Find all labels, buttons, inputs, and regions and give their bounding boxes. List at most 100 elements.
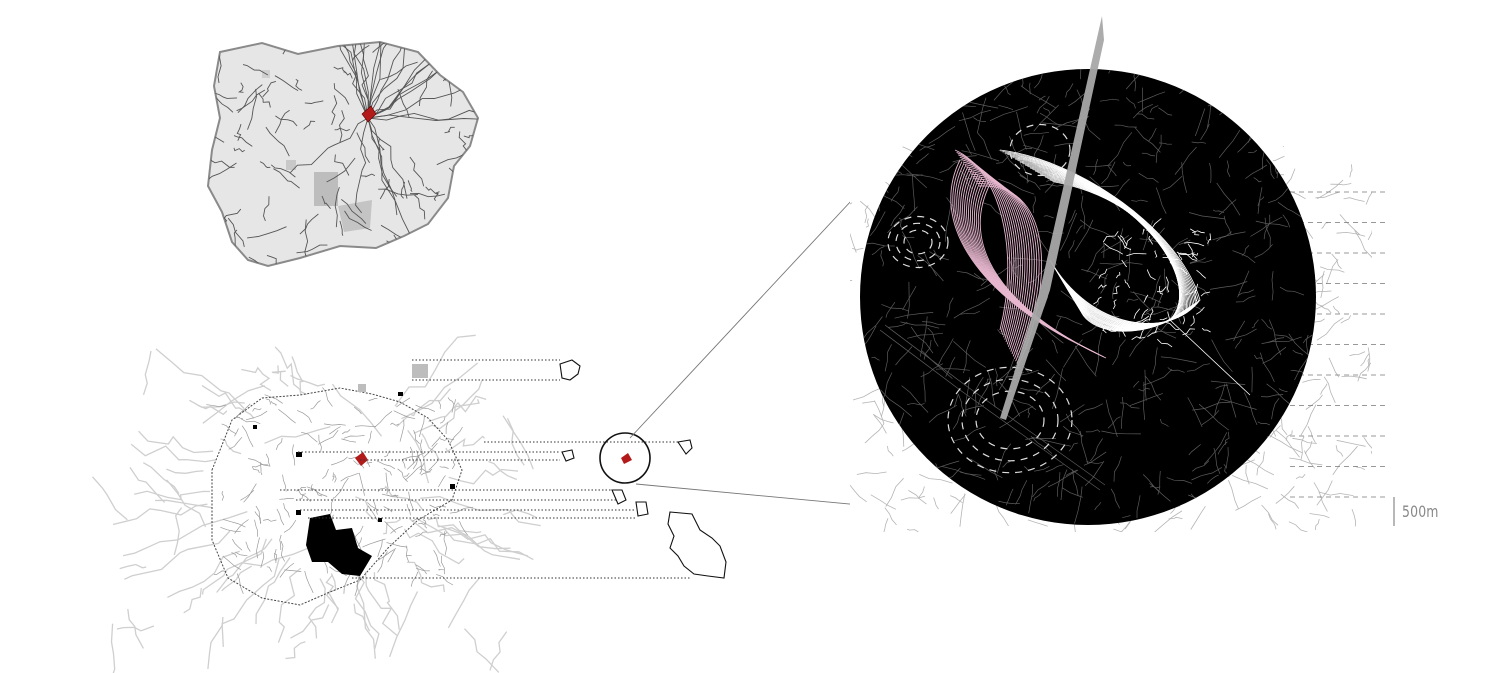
region-road	[397, 88, 410, 118]
grid-street	[1282, 146, 1285, 147]
white-contour	[1159, 317, 1168, 320]
urban-road	[241, 425, 254, 447]
grid-street	[1305, 394, 1323, 410]
circle-street	[888, 321, 908, 328]
faint-road	[407, 561, 445, 593]
circle-street	[1038, 95, 1046, 101]
circle-street	[1131, 199, 1148, 202]
circle-street	[1099, 262, 1143, 265]
urban-road	[324, 423, 346, 426]
grid-street	[1330, 183, 1352, 186]
faint-road	[420, 495, 541, 527]
circle-street	[1191, 141, 1206, 144]
grid-street	[1349, 351, 1366, 357]
circle-street	[977, 132, 993, 160]
urban-road	[343, 572, 352, 594]
region-road	[247, 88, 257, 130]
circle-street	[1242, 75, 1257, 102]
region-road	[312, 261, 336, 266]
urban-road	[222, 518, 246, 528]
circle-street	[907, 332, 944, 339]
white-contour	[1136, 319, 1151, 324]
region-road	[367, 42, 396, 119]
urban-road	[222, 555, 241, 570]
faint-road	[183, 588, 202, 614]
white-contour	[1165, 321, 1180, 330]
grid-street	[883, 518, 889, 532]
circle-street	[1108, 165, 1117, 177]
white-contour	[1169, 319, 1251, 396]
circle-street	[973, 69, 982, 80]
circle-street	[1146, 300, 1157, 313]
circle-street	[1137, 91, 1166, 104]
urban-road	[399, 419, 405, 442]
grid-street	[908, 490, 927, 505]
circle-street	[1114, 124, 1137, 128]
urban-road	[283, 519, 297, 533]
circle-street	[1261, 394, 1284, 398]
pink-contour	[970, 173, 1030, 355]
pink-contour	[967, 168, 1026, 350]
circle-street	[1234, 338, 1242, 349]
circle-street	[1130, 291, 1162, 303]
circle-street	[1254, 244, 1273, 258]
urban-road	[213, 570, 225, 576]
circle-street	[1045, 359, 1067, 382]
grid-street	[885, 478, 904, 507]
urban-road	[221, 490, 224, 501]
urban-road	[234, 428, 239, 437]
region-road	[400, 181, 406, 199]
circle-street	[1100, 273, 1108, 294]
urban-road	[256, 537, 260, 559]
grid-street	[1309, 513, 1330, 519]
region-road	[333, 66, 347, 74]
urban-road	[449, 506, 474, 514]
region-road	[378, 138, 385, 151]
circle-street	[1267, 188, 1288, 204]
faint-road	[116, 625, 155, 632]
circle-street	[1203, 432, 1228, 465]
extracted-shape	[667, 511, 727, 579]
urban-road	[341, 438, 356, 443]
urban-road	[383, 506, 393, 513]
dashed-ring	[961, 378, 1059, 462]
white-contour	[1179, 252, 1197, 261]
circle-street	[954, 426, 986, 442]
region-road	[299, 213, 319, 235]
grid-street	[1314, 518, 1320, 531]
circle-street	[1276, 85, 1310, 108]
urban-road	[423, 442, 438, 458]
region-road	[407, 180, 413, 192]
circle-street	[1259, 352, 1275, 383]
faint-road	[421, 433, 440, 461]
urban-road	[231, 538, 243, 551]
circle-street	[1189, 259, 1213, 264]
grid-street	[1272, 155, 1285, 162]
region-road	[372, 42, 398, 53]
region-road	[333, 83, 350, 105]
urban-road	[283, 503, 290, 518]
circle-street	[1210, 101, 1230, 107]
urban-road	[384, 521, 397, 533]
circle-street	[1279, 286, 1305, 296]
grid-street	[852, 247, 864, 251]
circle-street	[880, 250, 884, 267]
circle-street	[1150, 486, 1161, 489]
urban-road	[377, 551, 388, 573]
urban-road	[432, 513, 440, 517]
circle-street	[999, 306, 1019, 310]
grid-street	[1168, 516, 1183, 520]
faint-road	[197, 404, 228, 416]
faint-road	[290, 604, 330, 639]
pink-contour	[969, 171, 1028, 352]
region-road	[237, 82, 244, 93]
grid-street	[1320, 305, 1332, 314]
grid-street	[850, 484, 867, 503]
circle-street	[920, 363, 943, 378]
urban-road	[260, 462, 263, 476]
faint-road	[119, 563, 147, 570]
circle-street	[890, 204, 905, 227]
urban-road	[416, 450, 422, 469]
circle-street	[1237, 270, 1250, 298]
urban-road	[231, 552, 238, 558]
